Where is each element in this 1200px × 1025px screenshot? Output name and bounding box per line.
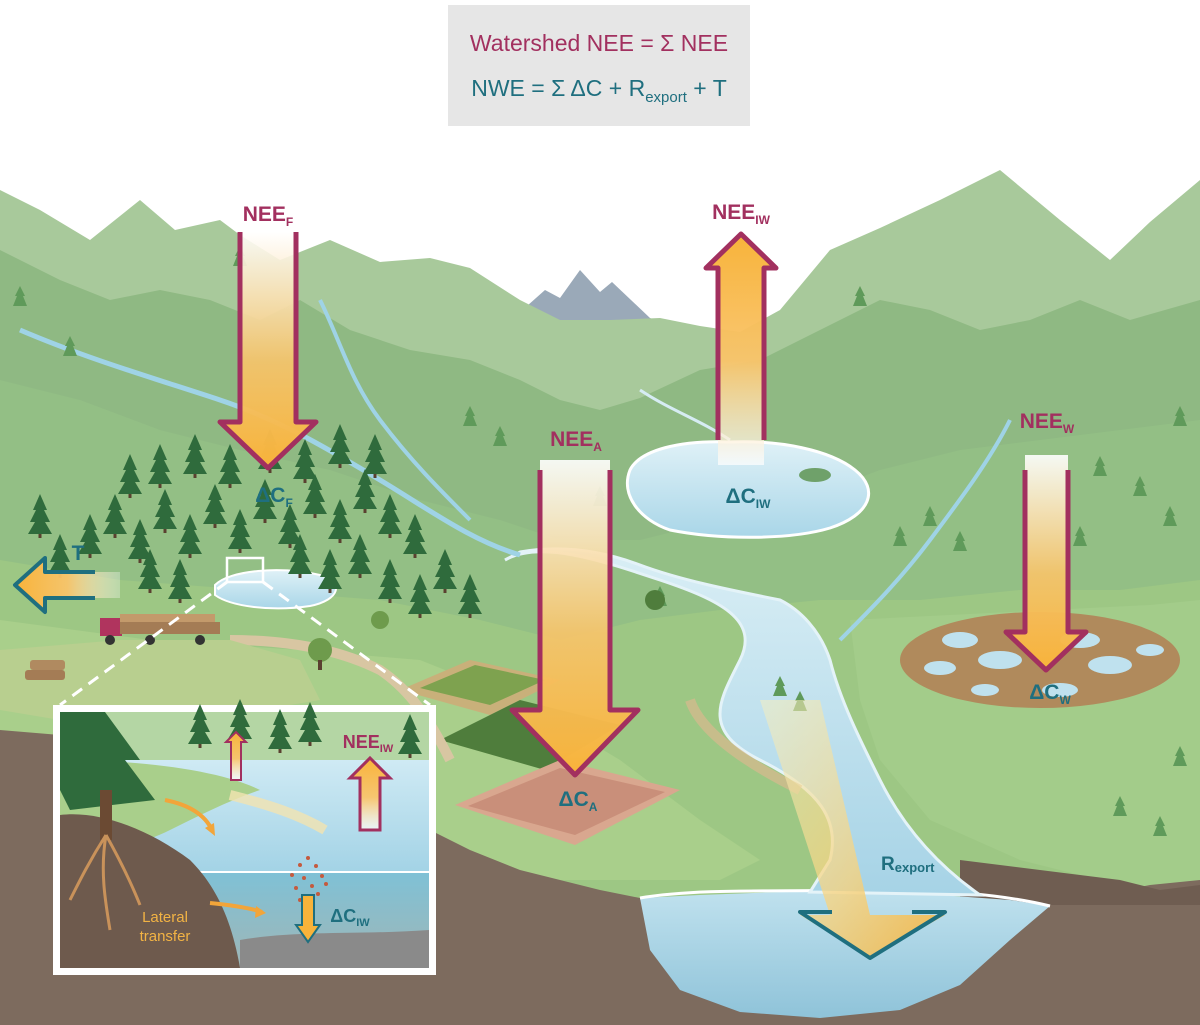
transfer-arrow [13, 556, 120, 614]
delta-c-forest-sub: F [285, 496, 292, 510]
delta-c-forest-main: ΔC [255, 484, 285, 507]
inset-nee-iw-arrow [346, 755, 394, 832]
nee-agriculture-arrow [509, 460, 641, 778]
inset-nee-iw-main: NEE [343, 732, 380, 752]
nee-inland-water-sub: IW [755, 213, 770, 227]
outflow-water [640, 892, 1050, 1018]
nee-agriculture-sub: A [593, 440, 602, 454]
lake-island [799, 468, 831, 482]
nwe-equation-sub: export [645, 89, 688, 106]
delta-c-agriculture-main: ΔC [559, 788, 589, 811]
nee-forest-sub: F [286, 215, 293, 229]
nwe-equation-suffix: + T [687, 75, 727, 101]
inset-lateral-label-line2: transfer [140, 928, 191, 945]
inset-delta-c-sub: IW [356, 917, 370, 929]
right-tributary [838, 419, 1012, 642]
nee-agriculture-label: NEEA [550, 428, 602, 454]
delta-c-agriculture-label: ΔCA [559, 788, 598, 814]
inset-leader-right [262, 580, 431, 707]
inset-lateral-label-line1: Lateral [142, 909, 188, 926]
export-sub: export [895, 860, 935, 875]
nwe-equation: NWE = Σ ΔC + Rexport + T [471, 75, 727, 106]
soil-right-bank [960, 860, 1200, 905]
delta-c-agriculture-sub: A [589, 800, 598, 814]
nee-wetland-main: NEE [1020, 410, 1063, 433]
inset-delta-c-main: ΔC [330, 906, 356, 926]
inset-delta-c-label: ΔCIW [330, 906, 370, 929]
delta-c-inland-water-main: ΔC [726, 485, 756, 508]
nee-wetland-sub: W [1063, 422, 1075, 436]
upper-tributary [318, 299, 472, 522]
export-label: Rexport [881, 854, 935, 875]
logging-truck [100, 614, 220, 645]
log-pile [25, 660, 65, 680]
delta-c-wetland-label: ΔCW [1029, 681, 1071, 707]
nee-inland-water-main: NEE [712, 201, 755, 224]
watershed-nee-equation: Watershed NEE = Σ NEE [470, 30, 728, 56]
inset-nee-iw-label: NEEIW [343, 732, 394, 755]
cropland [400, 660, 680, 845]
nee-forest-arrow [217, 232, 319, 471]
inset-lateral-arrow-surface-head [205, 823, 215, 836]
inset-conifer [60, 712, 155, 931]
inset-small-up-arrow [223, 730, 249, 781]
inset-nee-iw-sub: IW [380, 743, 394, 755]
nee-inland-water-arrow [703, 231, 779, 465]
delta-c-forest-label: ΔCF [255, 484, 293, 510]
delta-c-inland-water-sub: IW [756, 497, 771, 511]
nee-agriculture-main: NEE [550, 428, 593, 451]
inset-lake-bottom [240, 930, 429, 968]
inset-panel: NEEIW ΔCIW Lateral transfer [53, 699, 436, 975]
nwe-equation-prefix: NWE = Σ ΔC + R [471, 75, 645, 101]
nee-wetland-label: NEEW [1020, 410, 1075, 436]
main-river [504, 547, 985, 897]
nee-wetland-arrow [1003, 455, 1089, 673]
inset-delta-c-arrow [294, 894, 322, 944]
export-main: R [881, 854, 895, 875]
nee-forest-main: NEE [243, 203, 286, 226]
nee-inland-water-label: NEEIW [712, 201, 771, 227]
delta-c-wetland-main: ΔC [1029, 681, 1059, 704]
river-bank [685, 698, 803, 795]
inset-carbon-particles [290, 856, 328, 902]
inset-locator [225, 556, 265, 584]
delta-c-wetland-sub: W [1059, 693, 1071, 707]
inset-lateral-arrow-wide [228, 790, 328, 835]
equation-panel: Watershed NEE = Σ NEE NWE = Σ ΔC + Rexpo… [448, 5, 750, 126]
forest-pond [214, 569, 337, 610]
deciduous-trees [308, 590, 665, 670]
nee-forest-label: NEEF [243, 203, 294, 229]
delta-c-inland-water-label: ΔCIW [726, 485, 772, 511]
inset-leader-left [59, 580, 228, 707]
export-arrow [760, 700, 947, 960]
inset-lateral-arrow-soil-head [255, 906, 266, 918]
transfer-label: T [72, 542, 85, 565]
